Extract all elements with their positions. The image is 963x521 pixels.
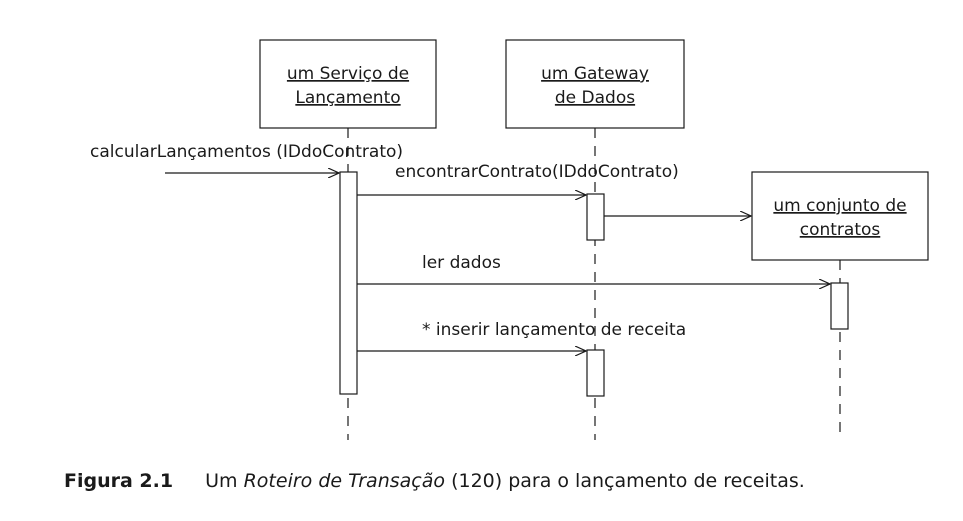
message-label: ler dados <box>422 253 501 273</box>
activation-bar <box>586 193 605 241</box>
participant-label-line1: um Serviço de <box>287 64 409 84</box>
participant-label-line2: de Dados <box>555 88 635 108</box>
message-calc: calcularLançamentos (IDdoContrato) <box>90 142 403 173</box>
caption-text-before: Um <box>205 470 238 492</box>
participant-servico: um Serviço de Lançamento <box>259 39 437 440</box>
participant-conjunto: um conjunto de contratos <box>751 171 929 440</box>
sequence-diagram: um Serviço de Lançamento um Gateway de D… <box>90 39 929 440</box>
message-label: * inserir lançamento de receita <box>422 320 686 340</box>
figure-caption: Figura 2.1 Um Roteiro de Transação (120)… <box>64 470 805 492</box>
activation-bar <box>586 349 605 397</box>
participant-box <box>259 39 437 129</box>
activation-bar <box>830 282 849 330</box>
participant-box <box>505 39 685 129</box>
message-label: encontrarContrato(IDdoContrato) <box>395 162 679 182</box>
participant-gateway: um Gateway de Dados <box>505 39 685 440</box>
message-ler: ler dados <box>357 253 830 284</box>
message-label: calcularLançamentos (IDdoContrato) <box>90 142 403 162</box>
participant-label-line2: contratos <box>800 220 881 240</box>
figure-number: Figura 2.1 <box>64 470 174 492</box>
participant-label-line1: um Gateway <box>541 64 649 84</box>
message-encontrar: encontrarContrato(IDdoContrato) <box>357 162 679 195</box>
activation-bar <box>339 171 358 395</box>
participant-box <box>751 171 929 261</box>
caption-text-after: (120) para o lançamento de receitas. <box>451 470 805 492</box>
message-inserir: * inserir lançamento de receita <box>357 320 686 351</box>
participant-label-line2: Lançamento <box>295 88 400 108</box>
participant-label-line1: um conjunto de <box>773 196 906 216</box>
caption-pattern-name: Roteiro de Transação <box>243 470 446 492</box>
